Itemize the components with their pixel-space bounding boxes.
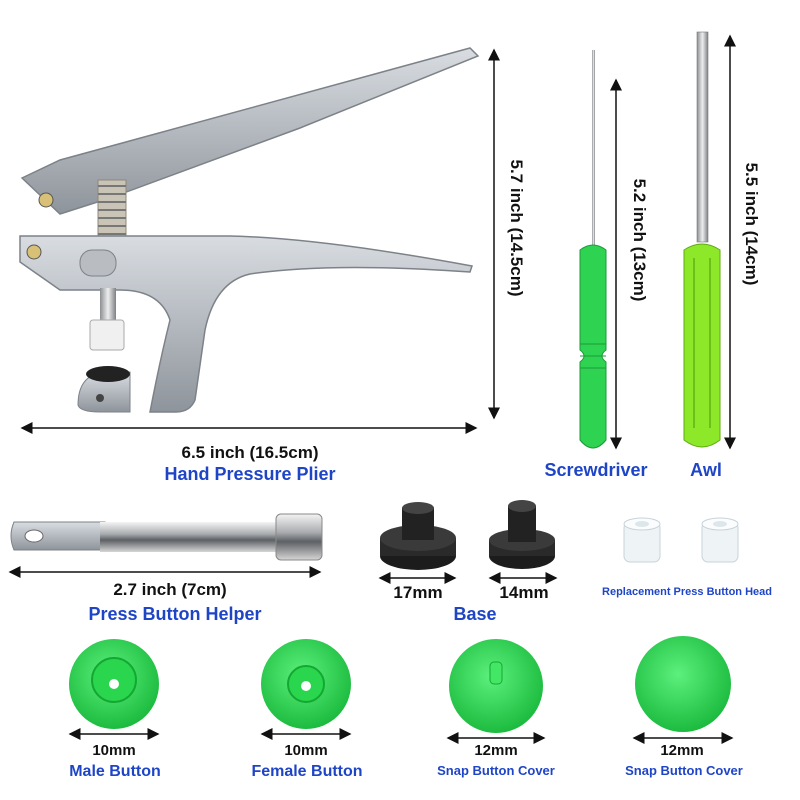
base-size-17mm-label: 17mm (393, 583, 443, 602)
plier-width-label: 6.5 inch (16.5cm) (181, 443, 319, 462)
base-name-label: Base (453, 604, 497, 624)
hand-pressure-plier-image (19, 47, 480, 413)
screwdriver-length-label: 5.2 inch (13cm) (630, 178, 649, 302)
plier-height-label: 5.7 inch (14.5cm) (507, 159, 526, 297)
base-17mm-image (380, 502, 456, 570)
plier-name-label: Hand Pressure Plier (164, 464, 336, 484)
male-button-name-label: Male Button (69, 763, 161, 780)
snap-cover-round-size-label: 12mm (660, 742, 704, 759)
replacement-press-button-head-image (623, 517, 739, 563)
helper-name-label: Press Button Helper (88, 604, 262, 624)
awl-length-label: 5.5 inch (14cm) (742, 162, 761, 286)
base-size-14mm-label: 14mm (499, 583, 549, 602)
screwdriver-image (579, 50, 607, 449)
snap-button-cover-image (449, 639, 543, 733)
snap-cover-round-name-label: Snap Button Cover (625, 763, 743, 778)
male-button-image (69, 639, 159, 729)
snap-cover-name-label: Snap Button Cover (437, 763, 555, 778)
male-button-size-label: 10mm (92, 742, 136, 759)
snap-button-cover-round-image (635, 636, 731, 732)
press-button-helper-image (10, 513, 323, 561)
snap-cover-size-label: 12mm (474, 742, 518, 759)
screwdriver-name-label: Screwdriver (544, 460, 648, 480)
awl-name-label: Awl (690, 460, 722, 480)
base-14mm-image (489, 500, 555, 569)
female-button-size-label: 10mm (284, 742, 328, 759)
dimension-arrows (8, 34, 736, 744)
female-button-name-label: Female Button (251, 763, 363, 780)
awl-image (683, 31, 721, 448)
helper-length-label: 2.7 inch (7cm) (113, 580, 227, 599)
replacement-head-label: Replacement Press Button Head (602, 586, 772, 598)
female-button-image (261, 639, 351, 729)
